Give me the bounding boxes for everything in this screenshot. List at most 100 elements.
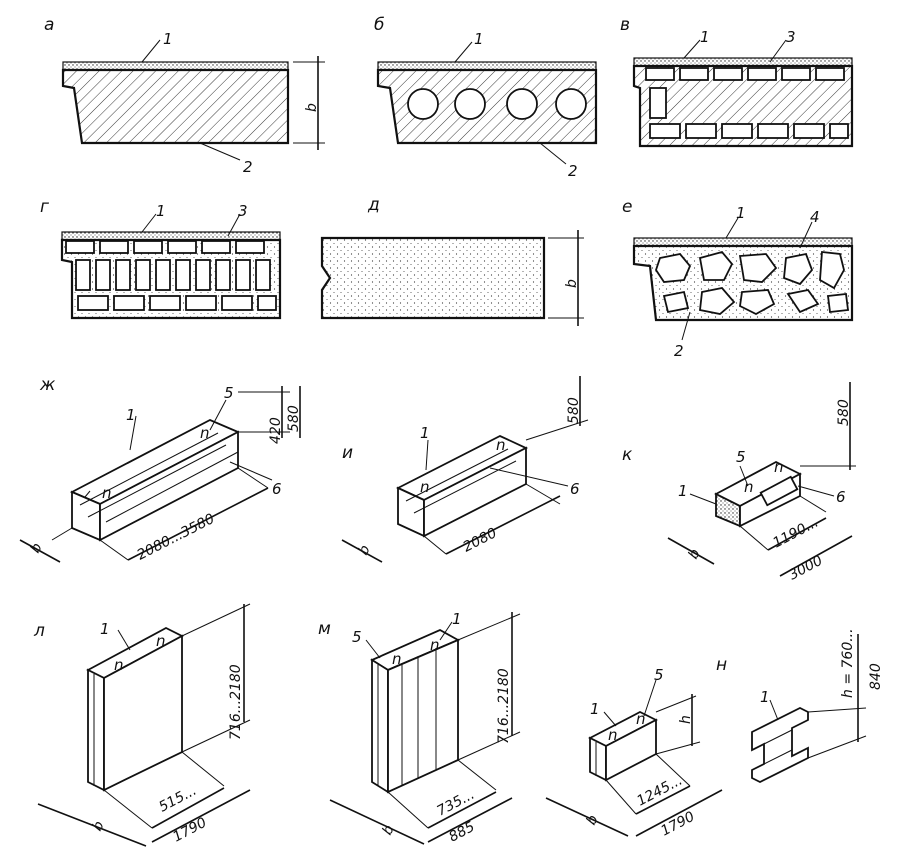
panel-m: м n n 5 1 716...2180 735... 885 b: [318, 610, 521, 846]
callout-1: 1: [736, 204, 746, 222]
brick-headers: [75, 259, 271, 291]
panel-letter: в: [620, 15, 630, 35]
dim-1790: 1790: [170, 815, 209, 846]
callout-3: 3: [238, 202, 248, 220]
hollow-core: [454, 88, 486, 120]
brick-row-top: [645, 67, 845, 81]
svg-text:n: n: [774, 458, 784, 476]
dim-1245: 1245...: [634, 772, 685, 809]
svg-text:n: n: [430, 636, 440, 654]
callout-5: 5: [224, 384, 234, 402]
panel-k: к n n 5 1 6 580 1190... 3000 b: [622, 382, 856, 584]
dim-420: 420: [268, 417, 284, 444]
panel-letter: л: [33, 621, 45, 641]
svg-text:n: n: [744, 478, 754, 496]
i-block: [751, 706, 809, 784]
facing-layer: [61, 231, 281, 241]
block-body: [320, 236, 546, 320]
callout-1: 1: [100, 620, 110, 638]
dim-h-range: h = 760...: [840, 628, 856, 698]
panel-b: б 1 2: [374, 15, 598, 180]
facing-layer: [633, 57, 853, 67]
panel-i: и n n 1 6 580 2080 b: [341, 376, 589, 563]
callout-1: 1: [126, 406, 136, 424]
callout-5: 5: [654, 666, 664, 684]
rubble-stones: [655, 250, 850, 316]
dim-length: 2080...3580: [135, 511, 218, 564]
callout-6: 6: [272, 480, 282, 498]
callout-1: 1: [156, 202, 166, 220]
hollow-core: [506, 88, 538, 120]
svg-text:n: n: [420, 478, 430, 496]
block-body: [376, 68, 598, 145]
facing-layer: [62, 61, 289, 71]
svg-text:n: n: [636, 710, 646, 728]
panel-edge: [87, 668, 105, 792]
dim-515: 515...: [156, 783, 199, 816]
panel-letter: е: [622, 197, 632, 217]
panel-letter: ж: [39, 375, 56, 395]
svg-text:n: n: [114, 656, 124, 674]
dim-580: 580: [566, 397, 582, 424]
panel-edge: [371, 658, 389, 794]
dim-h: h: [678, 715, 694, 724]
svg-text:n: n: [392, 650, 402, 668]
callout-1: 1: [474, 30, 484, 48]
callout-2: 2: [568, 162, 578, 180]
dim-b: b: [379, 822, 397, 837]
dim-b: b: [304, 103, 320, 112]
panel-e: е 1 4 2: [622, 197, 854, 360]
svg-text:n: n: [102, 484, 112, 502]
dim-height: 716...2180: [228, 664, 244, 740]
panel-letter: н: [716, 655, 727, 675]
panel-zh: ж n n 1 5 6 420 580 2080...3580 b: [19, 375, 302, 564]
callout-5: 5: [736, 448, 746, 466]
panel-letter: б: [374, 15, 384, 35]
block-end: [589, 736, 607, 782]
hollow-core: [555, 88, 587, 120]
callout-2: 2: [243, 158, 253, 176]
svg-text:n: n: [200, 424, 210, 442]
callout-1: 1: [420, 424, 430, 442]
facing-layer: [377, 61, 597, 71]
panel-n: н n n 1 5 h 1245... 1790 b 1 h = 760... …: [545, 628, 884, 840]
dim-b: b: [685, 546, 703, 561]
dim-b: b: [564, 279, 580, 288]
panel-letter: а: [44, 15, 54, 35]
hollow-core: [407, 88, 439, 120]
callout-1: 1: [700, 28, 710, 46]
callout-4: 4: [810, 208, 820, 226]
svg-text:n: n: [496, 436, 506, 454]
panel-letter: м: [318, 619, 331, 639]
brick-header: [649, 87, 667, 119]
brick-row-top: [65, 240, 265, 254]
callout-3: 3: [786, 28, 796, 46]
callout-1: 1: [760, 688, 770, 706]
panel-v: в 1 3: [620, 15, 854, 148]
panel-d: д b: [320, 195, 584, 326]
facing-layer: [633, 237, 853, 247]
dim-735: 735...: [434, 787, 477, 820]
panel-a: а b 1 2: [44, 15, 325, 176]
dim-580: 580: [286, 405, 302, 432]
panel-letter: г: [40, 197, 49, 217]
dim-height: 716...2180: [496, 668, 512, 744]
callout-5: 5: [352, 628, 362, 646]
panel-letter: и: [342, 443, 353, 463]
callout-2: 2: [674, 342, 684, 360]
panel-letter: д: [367, 195, 380, 215]
dim-580: 580: [836, 399, 852, 426]
panel-g: г: [40, 197, 282, 320]
callout-1: 1: [678, 482, 688, 500]
callout-1: 1: [452, 610, 462, 628]
panel-l: л n n 1 716...2180 515... 1790 b: [33, 603, 251, 847]
callout-1: 1: [590, 700, 600, 718]
svg-text:n: n: [608, 726, 618, 744]
dim-2080: 2080: [461, 525, 500, 555]
callout-6: 6: [570, 480, 580, 498]
dim-b: b: [583, 812, 601, 827]
svg-text:n: n: [156, 632, 166, 650]
callout-1: 1: [163, 30, 173, 48]
brick-row-bottom: [649, 123, 849, 139]
